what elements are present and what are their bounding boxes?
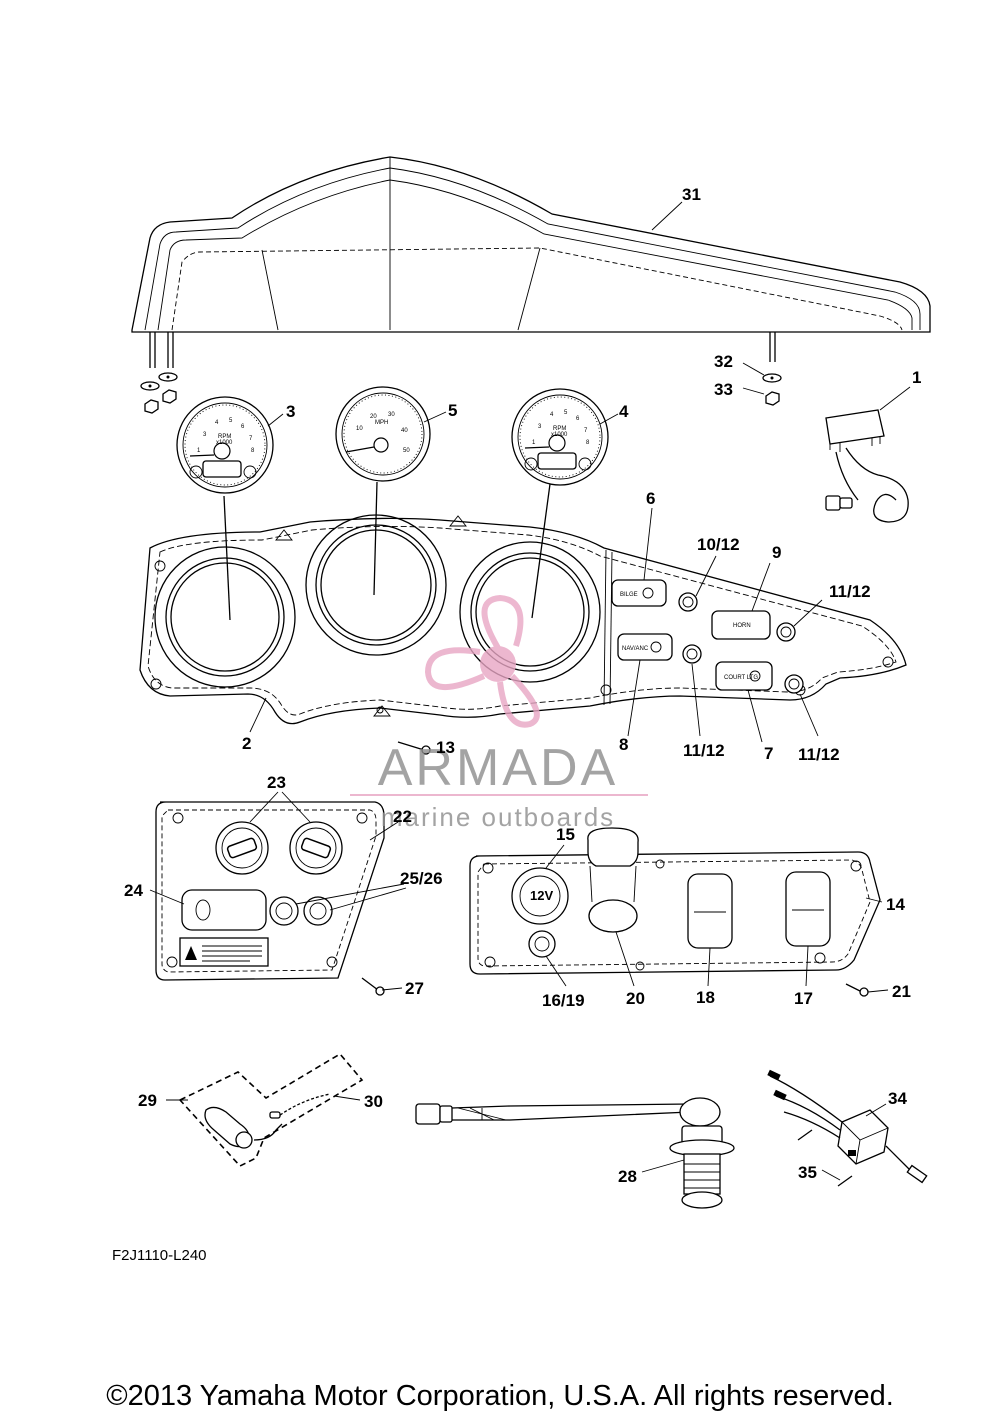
outlet-12v-label: 12V xyxy=(530,888,553,903)
callout-4: 4 xyxy=(619,402,629,421)
nav-anc-switch-label: NAV/ANC xyxy=(622,646,649,652)
callout-35: 35 xyxy=(798,1163,817,1182)
tach-right-tick: 3 xyxy=(538,424,542,430)
callout-32: 32 xyxy=(714,352,733,371)
callout-14: 14 xyxy=(886,895,905,914)
callout-16-19: 16/19 xyxy=(542,991,585,1010)
alarm-module xyxy=(825,386,911,523)
callout-3: 3 xyxy=(286,402,295,421)
callout-21: 21 xyxy=(892,982,911,1001)
callout-11-12: 11/12 xyxy=(683,741,725,760)
callout-20: 20 xyxy=(626,989,645,1008)
left-switch-panel xyxy=(155,801,385,981)
courtesy-switch-label: COURT LTG xyxy=(724,675,758,681)
callout-13: 13 xyxy=(436,738,455,757)
tach-right-tick: 4 xyxy=(550,412,554,418)
speedo-mph-label: MPH xyxy=(375,420,388,426)
switch-plugs xyxy=(678,592,804,694)
watermark-subtitle: marine outboards xyxy=(381,802,615,832)
bilge-switch: BILGE xyxy=(611,579,667,607)
tach-left-tick: 3 xyxy=(203,432,207,438)
propeller-logo xyxy=(424,594,540,728)
tachometer-gauge-left: RPM x1000 1 3 4 5 6 7 8 xyxy=(176,396,274,494)
armada-watermark: ARMADA marine outboards xyxy=(350,594,648,832)
tach-left-tick: 1 xyxy=(197,448,201,454)
callout-25-26: 25/26 xyxy=(400,869,443,888)
callout-11-12: 11/12 xyxy=(798,745,840,764)
speedo-tick: 30 xyxy=(388,412,395,418)
screw-27 xyxy=(361,977,385,996)
tach-right-tick: 6 xyxy=(576,416,580,422)
tach-left-tick: 4 xyxy=(215,420,219,426)
callout-33: 33 xyxy=(714,380,733,399)
tach-right-tick: 7 xyxy=(584,428,588,434)
copyright-notice: ©2013 Yamaha Motor Corporation, U.S.A. A… xyxy=(106,1380,894,1412)
speedo-tick: 50 xyxy=(403,448,410,454)
tach-right-x1000-label: x1000 xyxy=(551,432,568,438)
callout-18: 18 xyxy=(696,988,715,1007)
horn-switch: HORN xyxy=(711,610,771,640)
callout-34: 34 xyxy=(888,1089,907,1108)
callout-8: 8 xyxy=(619,735,628,754)
tach-right-rpm-label: RPM xyxy=(553,426,566,432)
tach-left-tick: 6 xyxy=(241,424,245,430)
callout-9: 9 xyxy=(772,543,781,562)
gauge-leader xyxy=(373,481,378,596)
tachometer-gauge-right: RPM x1000 1 3 4 5 6 7 8 xyxy=(511,388,609,486)
tach-right-tick: 5 xyxy=(564,410,568,416)
right-switch-panel: 12V xyxy=(469,827,881,975)
dash-cover xyxy=(131,156,931,368)
tach-left-rpm-label: RPM xyxy=(218,434,231,440)
right-washer-nut xyxy=(742,362,782,406)
callout-24: 24 xyxy=(124,881,143,900)
tach-right-tick: 8 xyxy=(586,440,590,446)
callout-30: 30 xyxy=(364,1092,383,1111)
callout-10-12: 10/12 xyxy=(697,535,740,554)
tach-left-tick: 7 xyxy=(249,436,253,442)
callout-7: 7 xyxy=(764,744,773,763)
callout-22: 22 xyxy=(393,807,412,826)
tach-right-tick: 1 xyxy=(532,440,536,446)
gauge-leader xyxy=(531,483,551,619)
callout-15: 15 xyxy=(556,825,575,844)
screw-21 xyxy=(845,983,869,997)
callout-6: 6 xyxy=(646,489,655,508)
relay-block xyxy=(767,1069,928,1187)
callout-23: 23 xyxy=(267,773,286,792)
leader-lines xyxy=(149,201,889,1181)
key-switch-kit xyxy=(178,1052,364,1167)
bilge-switch-label: BILGE xyxy=(620,592,638,598)
buzzer-assembly xyxy=(415,1097,735,1209)
horn-switch-label: HORN xyxy=(733,623,751,629)
speedo-tick: 40 xyxy=(401,428,408,434)
speedo-tick: 20 xyxy=(370,414,377,420)
tach-left-x1000-label: x1000 xyxy=(216,440,233,446)
screw-13 xyxy=(397,741,431,755)
speedometer-gauge: MPH 10 20 30 40 50 xyxy=(335,386,431,482)
courtesy-light-switch: COURT LTG xyxy=(715,661,773,691)
speedo-tick: 10 xyxy=(356,426,363,432)
dash-panel xyxy=(139,514,907,725)
watermark-title: ARMADA xyxy=(378,739,618,797)
callout-numbers: 1 2 3 4 5 6 7 8 9 10/12 11/12 11/12 11/1… xyxy=(124,185,921,1186)
tach-left-tick: 8 xyxy=(251,448,255,454)
callout-5: 5 xyxy=(448,401,457,420)
callout-28: 28 xyxy=(618,1167,637,1186)
nav-anc-switch: NAV/ANC xyxy=(617,633,673,661)
left-washers-nuts xyxy=(140,372,178,414)
callout-27: 27 xyxy=(405,979,424,998)
callout-1: 1 xyxy=(912,368,921,387)
callout-31: 31 xyxy=(682,185,701,204)
callout-11-12: 11/12 xyxy=(829,582,871,601)
callout-17: 17 xyxy=(794,989,813,1008)
tach-left-tick: 5 xyxy=(229,418,233,424)
callout-2: 2 xyxy=(242,734,251,753)
callout-29: 29 xyxy=(138,1091,157,1110)
diagram-code: F2J1110-L240 xyxy=(112,1247,207,1264)
